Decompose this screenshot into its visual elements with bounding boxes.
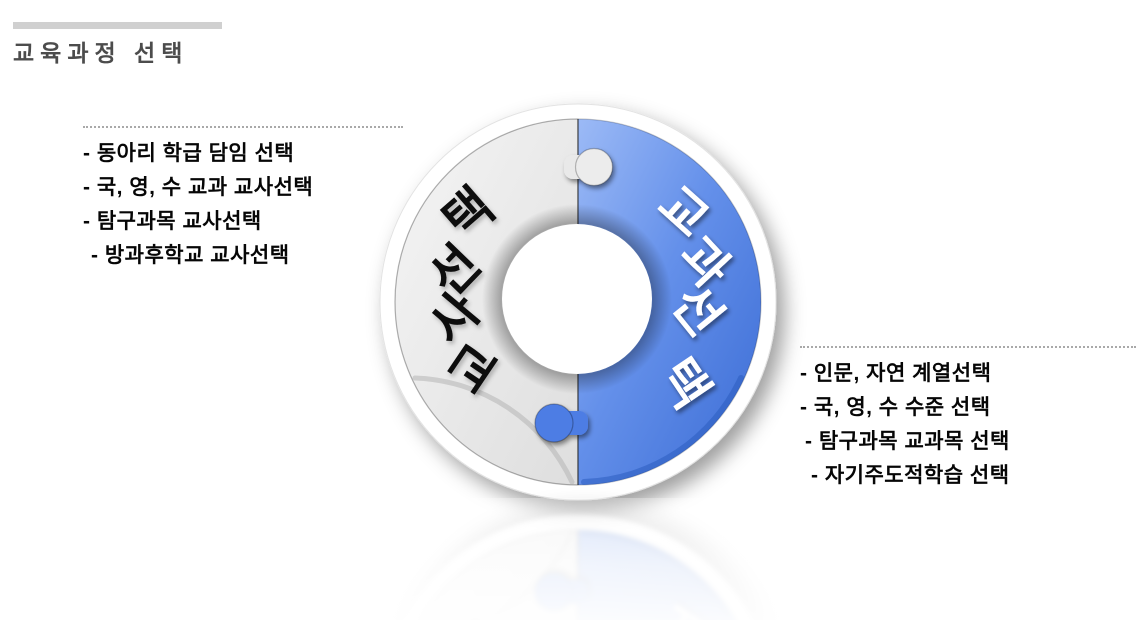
list-item: - 탐구과목 교과목 선택: [805, 430, 1010, 453]
dotted-divider: [800, 346, 1136, 348]
puzzle-donut-diagram: 교 사 선 택 교 과 선 택: [379, 103, 777, 501]
center-hole: [502, 224, 652, 374]
list-item: - 국, 영, 수 수준 선택: [800, 396, 991, 419]
dotted-divider: [83, 126, 403, 128]
list-item: - 국, 영, 수 교과 교사선택: [83, 176, 314, 199]
gray-edge-shading: [412, 375, 575, 485]
list-item: - 방과후학교 교사선택: [91, 244, 290, 267]
list-item: - 자기주도적학습 선택: [811, 464, 1010, 487]
puzzle-knob-top: [564, 147, 614, 187]
title-accent-bar: [13, 22, 222, 29]
puzzle-group: 교 사 선 택 교 과 선 택: [379, 103, 777, 501]
puzzle-knob-bottom: [534, 403, 588, 443]
blue-edge-shading: [581, 375, 744, 485]
teacher-selection-list: - 동아리 학급 담임 선택 - 국, 영, 수 교과 교사선택 - 탐구과목 …: [83, 126, 403, 273]
list-item: - 탐구과목 교사선택: [83, 210, 262, 233]
list-item: - 인문, 자연 계열선택: [800, 362, 992, 385]
puzzle-reflection: [358, 495, 798, 620]
page-title: 교육과정 선택: [13, 40, 189, 66]
subject-selection-list: - 인문, 자연 계열선택 - 국, 영, 수 수준 선택 - 탐구과목 교과목…: [800, 346, 1136, 493]
list-item: - 동아리 학급 담임 선택: [83, 142, 295, 165]
